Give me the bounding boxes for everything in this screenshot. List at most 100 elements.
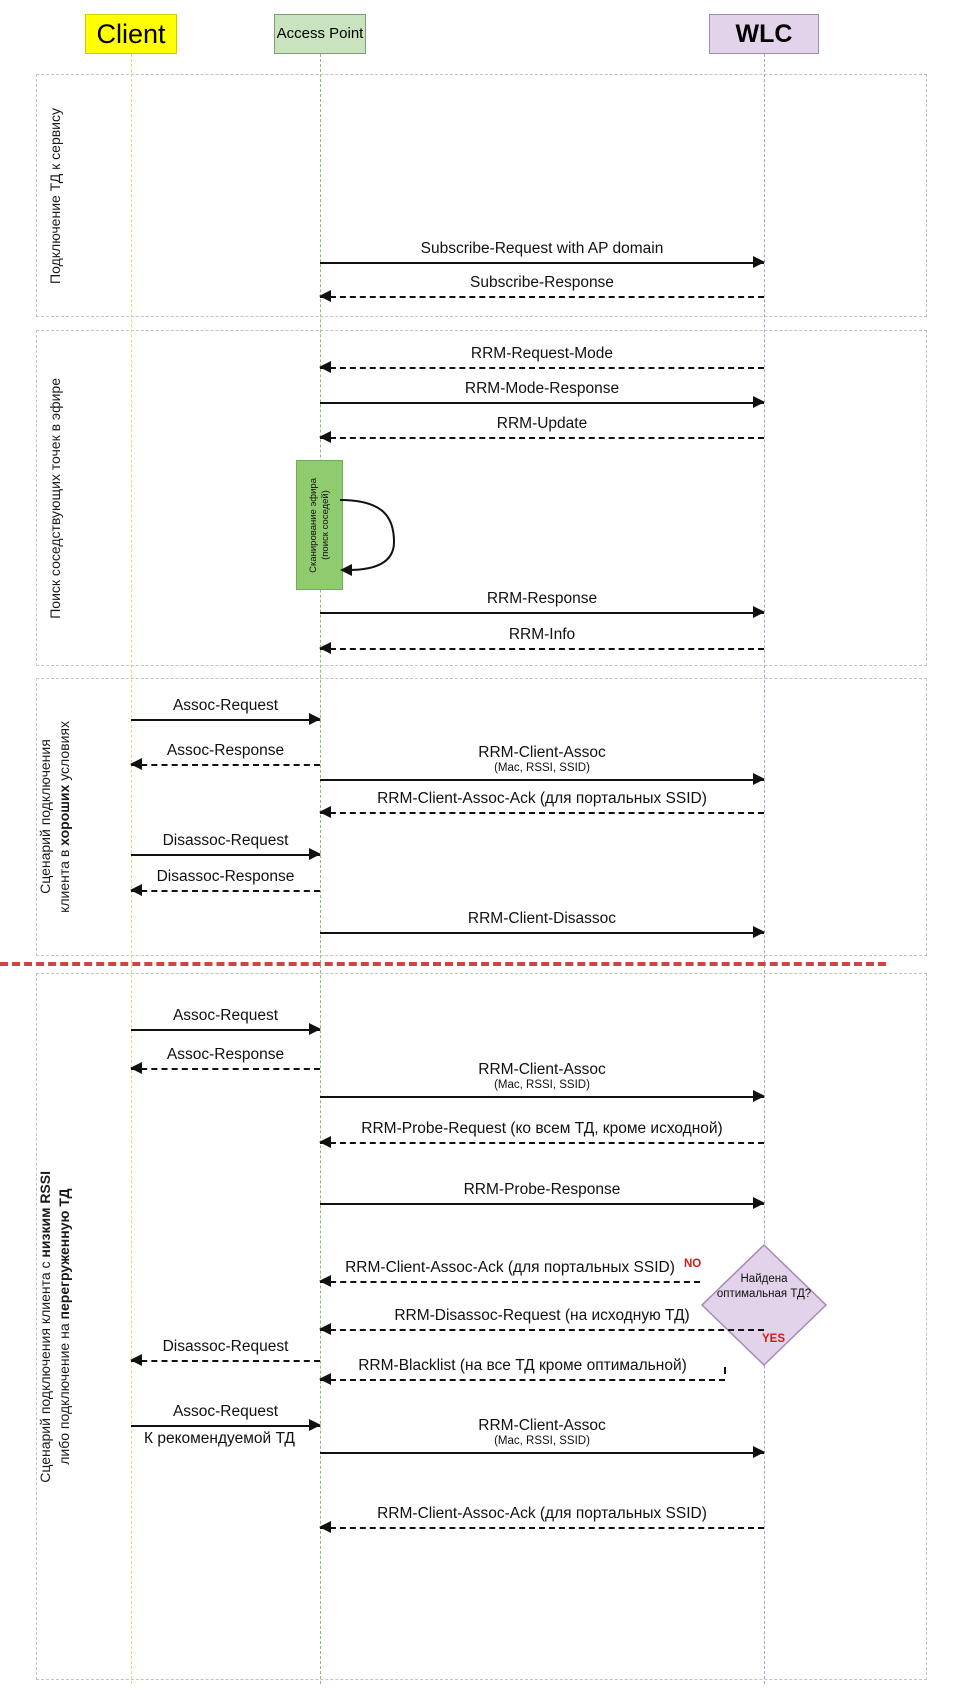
section-low-rssi-scenario: Сценарий подключения клиента с низким RS… [36, 973, 927, 1680]
arrowhead-left-icon [319, 1136, 331, 1148]
section-1-label: Подключение ТД к сервису [35, 75, 75, 316]
message-line [320, 812, 764, 814]
arrowhead-right-icon [753, 606, 765, 618]
message-line [131, 719, 320, 721]
message-line [131, 1068, 320, 1070]
arrowhead-right-icon [753, 926, 765, 938]
message-line [320, 1379, 725, 1381]
arrowhead-left-icon [130, 758, 142, 770]
message-label: Assoc-Request [172, 1403, 279, 1421]
message-line [320, 648, 764, 650]
message-line [320, 1203, 764, 1205]
message-label: RRM-Blacklist (на все ТД кроме оптимальн… [358, 1357, 687, 1375]
arrowhead-right-icon [309, 1419, 321, 1431]
message-label: Subscribe-Request with AP domain [420, 240, 664, 258]
arrowhead-right-icon [753, 1197, 765, 1209]
message-line [320, 1142, 764, 1144]
arrowhead-left-icon [319, 1373, 331, 1385]
message-label: RRM-Mode-Response [464, 380, 620, 398]
message-line [320, 1096, 764, 1098]
note-recommended-ap: К рекомендуемой ТД [144, 1430, 295, 1447]
message-label: RRM-Response [486, 590, 598, 608]
lifeline-client [131, 54, 132, 1684]
message-line [320, 1452, 764, 1454]
message-line [320, 779, 764, 781]
arrowhead-left-icon [319, 806, 331, 818]
decision-branch-no-label: NO [684, 1258, 702, 1270]
section-2-label-text: Поиск соседствующих точек в эфире [46, 377, 63, 619]
section-neighbor-discovery: Поиск соседствующих точек в эфире [36, 330, 927, 666]
arrowhead-left-icon [319, 1521, 331, 1533]
arrowhead-left-icon [319, 1275, 331, 1287]
message-label: RRM-Probe-Response [463, 1181, 621, 1199]
message-label: Disassoc-Request [162, 832, 289, 850]
message-label: RRM-Update [496, 415, 588, 433]
decision-branch-yes-label: YES [762, 1333, 786, 1345]
self-loop-arrow-icon [339, 499, 396, 576]
message-label: RRM-Client-Assoc-Ack (для портальных SSI… [377, 1505, 707, 1523]
message-label: RRM-Probe-Request (ко всем ТД, кроме исх… [361, 1120, 723, 1138]
activity-box-label: Сканирование эфира(поиск соседей) [307, 477, 331, 573]
actor-client: Client [85, 14, 177, 54]
message-line [320, 402, 764, 404]
message-line [320, 367, 764, 369]
section-2-label: Поиск соседствующих точек в эфире [35, 331, 75, 665]
message-label: Assoc-Response [166, 1046, 285, 1064]
message-line [320, 262, 764, 264]
message-label: Assoc-Request [172, 1007, 279, 1025]
activity-box-air-scan: Сканирование эфира(поиск соседей) [296, 460, 343, 590]
message-line [320, 1329, 764, 1331]
section-ap-service-connection: Подключение ТД к сервису [36, 74, 927, 317]
message-label: Disassoc-Response [156, 868, 295, 886]
actor-wlc: WLC [709, 14, 819, 54]
arrowhead-left-icon [130, 884, 142, 896]
message-line [320, 296, 764, 298]
message-label: RRM-Client-Assoc(Mac, RSSI, SSID) [478, 743, 606, 774]
decision-yes-connector [724, 1367, 726, 1379]
arrowhead-left-icon [130, 1062, 142, 1074]
arrowhead-right-icon [309, 713, 321, 725]
lifeline-wlc [764, 54, 765, 1684]
decision-diamond [700, 1243, 828, 1367]
actor-client-label: Client [96, 18, 166, 49]
actor-wlc-label: WLC [735, 19, 793, 48]
message-line [320, 612, 764, 614]
arrowhead-right-icon [753, 1446, 765, 1458]
arrowhead-right-icon [753, 773, 765, 785]
message-line [131, 1425, 320, 1427]
message-line [320, 1527, 764, 1529]
message-label: Assoc-Request [172, 697, 279, 715]
arrowhead-left-icon [319, 642, 331, 654]
arrowhead-right-icon [753, 256, 765, 268]
section-4-label-text: Сценарий подключения клиента с низким RS… [37, 1170, 72, 1483]
message-line [320, 932, 764, 934]
arrowhead-left-icon [319, 431, 331, 443]
section-4-label: Сценарий подключения клиента с низким RS… [35, 974, 75, 1679]
scenario-divider [0, 962, 886, 966]
lifeline-access-point [320, 54, 321, 1684]
message-line [131, 764, 320, 766]
section-1-label-text: Подключение ТД к сервису [46, 107, 63, 284]
arrowhead-left-icon [319, 361, 331, 373]
arrowhead-left-icon [130, 1354, 142, 1366]
message-label: RRM-Disassoc-Request (на исходную ТД) [394, 1307, 690, 1325]
message-label: RRM-Client-Assoc-Ack (для портальных SSI… [345, 1259, 675, 1277]
actor-access-point-label: Access Point [276, 25, 364, 43]
message-line [320, 437, 764, 439]
message-label: RRM-Info [508, 626, 576, 644]
arrowhead-right-icon [753, 1090, 765, 1102]
message-line [131, 890, 320, 892]
arrowhead-left-icon [319, 290, 331, 302]
message-label: RRM-Client-Assoc(Mac, RSSI, SSID) [478, 1416, 606, 1447]
message-label: Assoc-Response [166, 742, 285, 760]
message-line [320, 1281, 700, 1283]
actor-access-point: Access Point [274, 14, 366, 54]
message-line [131, 854, 320, 856]
message-label: Disassoc-Request [162, 1338, 289, 1356]
arrowhead-right-icon [309, 848, 321, 860]
